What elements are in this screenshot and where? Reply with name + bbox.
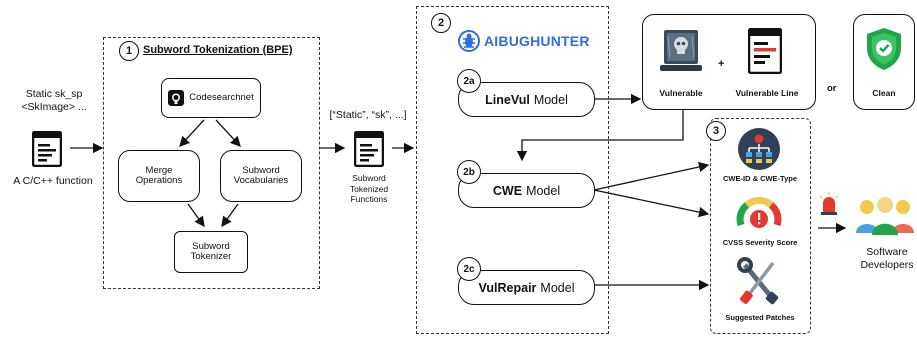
vulrepair-model-box: VulRepair Model <box>458 270 595 305</box>
cwe-model-box: CWE Model <box>458 173 595 208</box>
bug-hunter-icon <box>458 30 480 52</box>
tokens-caption: Subword Tokenized Functions <box>330 173 408 205</box>
vulnerable-line-label: Vulnerable Line <box>735 88 799 98</box>
step1-number: 1 <box>119 41 139 61</box>
tokenizer-line1: Subword <box>192 240 230 252</box>
shield-check-icon <box>864 26 904 72</box>
vulrepair-model-name: VulRepair <box>478 280 537 295</box>
tokenized-document-icon <box>353 130 385 168</box>
hierarchy-icon <box>737 127 781 171</box>
input-caption: A C/C++ function <box>13 175 93 187</box>
input-code-line2: <SkImage> ... <box>21 101 87 113</box>
severity-gauge-icon <box>735 191 783 235</box>
vulnerable-line-document-icon <box>747 27 783 75</box>
logo-text: AIBUGHUNTER <box>484 33 590 49</box>
vulnerable-result-box <box>642 14 816 110</box>
subword-tokenizer-box: Subword Tokenizer <box>174 231 248 273</box>
or-label: or <box>827 83 837 94</box>
linevul-model-name: LineVul <box>485 92 530 107</box>
merge-line2: Operations <box>135 175 183 186</box>
step1-title: Subword Tokenization (BPE) <box>143 44 293 56</box>
vulnerable-label: Vulnerable <box>659 88 703 98</box>
merge-line1: Merge <box>145 164 173 176</box>
cwe-model-suffix: Model <box>526 183 561 198</box>
hacked-laptop-icon <box>660 28 702 76</box>
linevul-model-suffix: Model <box>533 92 568 107</box>
alarm-icon <box>818 192 840 216</box>
cwe-id-label: CWE-ID & CWE-Type <box>722 174 798 183</box>
developers-line1: Software <box>866 246 908 258</box>
step3-container <box>710 118 811 334</box>
input-code-snippet: Static sk_sp <SkImage> ... <box>6 88 102 114</box>
developers-group-icon <box>855 193 915 237</box>
vulrepair-model-suffix: Model <box>540 280 575 295</box>
token-list-text: [“Static”, “sk”, ...] <box>329 109 407 121</box>
merge-operations-box: Merge Operations <box>118 150 200 202</box>
suggested-patches-label: Suggested Patches <box>725 313 795 322</box>
step1-container <box>103 37 320 289</box>
github-icon <box>168 90 185 106</box>
tokens-caption-line1: Subword <box>352 173 386 183</box>
model-2b-tag: 2b <box>457 160 481 184</box>
tools-icon <box>737 257 781 307</box>
codesearchnet-label: Codesearchnet <box>189 91 254 103</box>
tokenizer-line2: Tokenizer <box>190 251 232 262</box>
cvss-label: CVSS Severity Score <box>722 238 798 247</box>
developers-line2: Developers <box>860 259 914 271</box>
vocab-line1: Subword <box>242 164 280 176</box>
input-code-line1: Static sk_sp <box>25 88 83 100</box>
clean-label: Clean <box>872 88 896 98</box>
developers-label: Software Developers <box>847 246 917 272</box>
aibughunter-logo: AIBUGHUNTER <box>458 30 590 52</box>
model-2c-tag: 2c <box>457 257 481 281</box>
tokens-caption-line2: Tokenized <box>349 183 389 194</box>
tokens-caption-line3: Functions <box>350 194 388 204</box>
vocab-line2: Vocabularies <box>233 175 289 186</box>
linevul-model-box: LineVul Model <box>458 82 595 117</box>
subword-vocabularies-box: Subword Vocabularies <box>220 150 302 202</box>
model-2a-tag: 2a <box>457 69 481 93</box>
step2-container <box>416 6 609 334</box>
plus-sign: + <box>718 58 725 70</box>
clean-result-box <box>853 14 915 110</box>
step2-number: 2 <box>431 13 451 33</box>
cwe-model-name: CWE <box>492 183 523 198</box>
codesearchnet-box: Codesearchnet <box>161 78 261 118</box>
step3-number: 3 <box>706 121 726 141</box>
document-icon <box>31 130 63 168</box>
